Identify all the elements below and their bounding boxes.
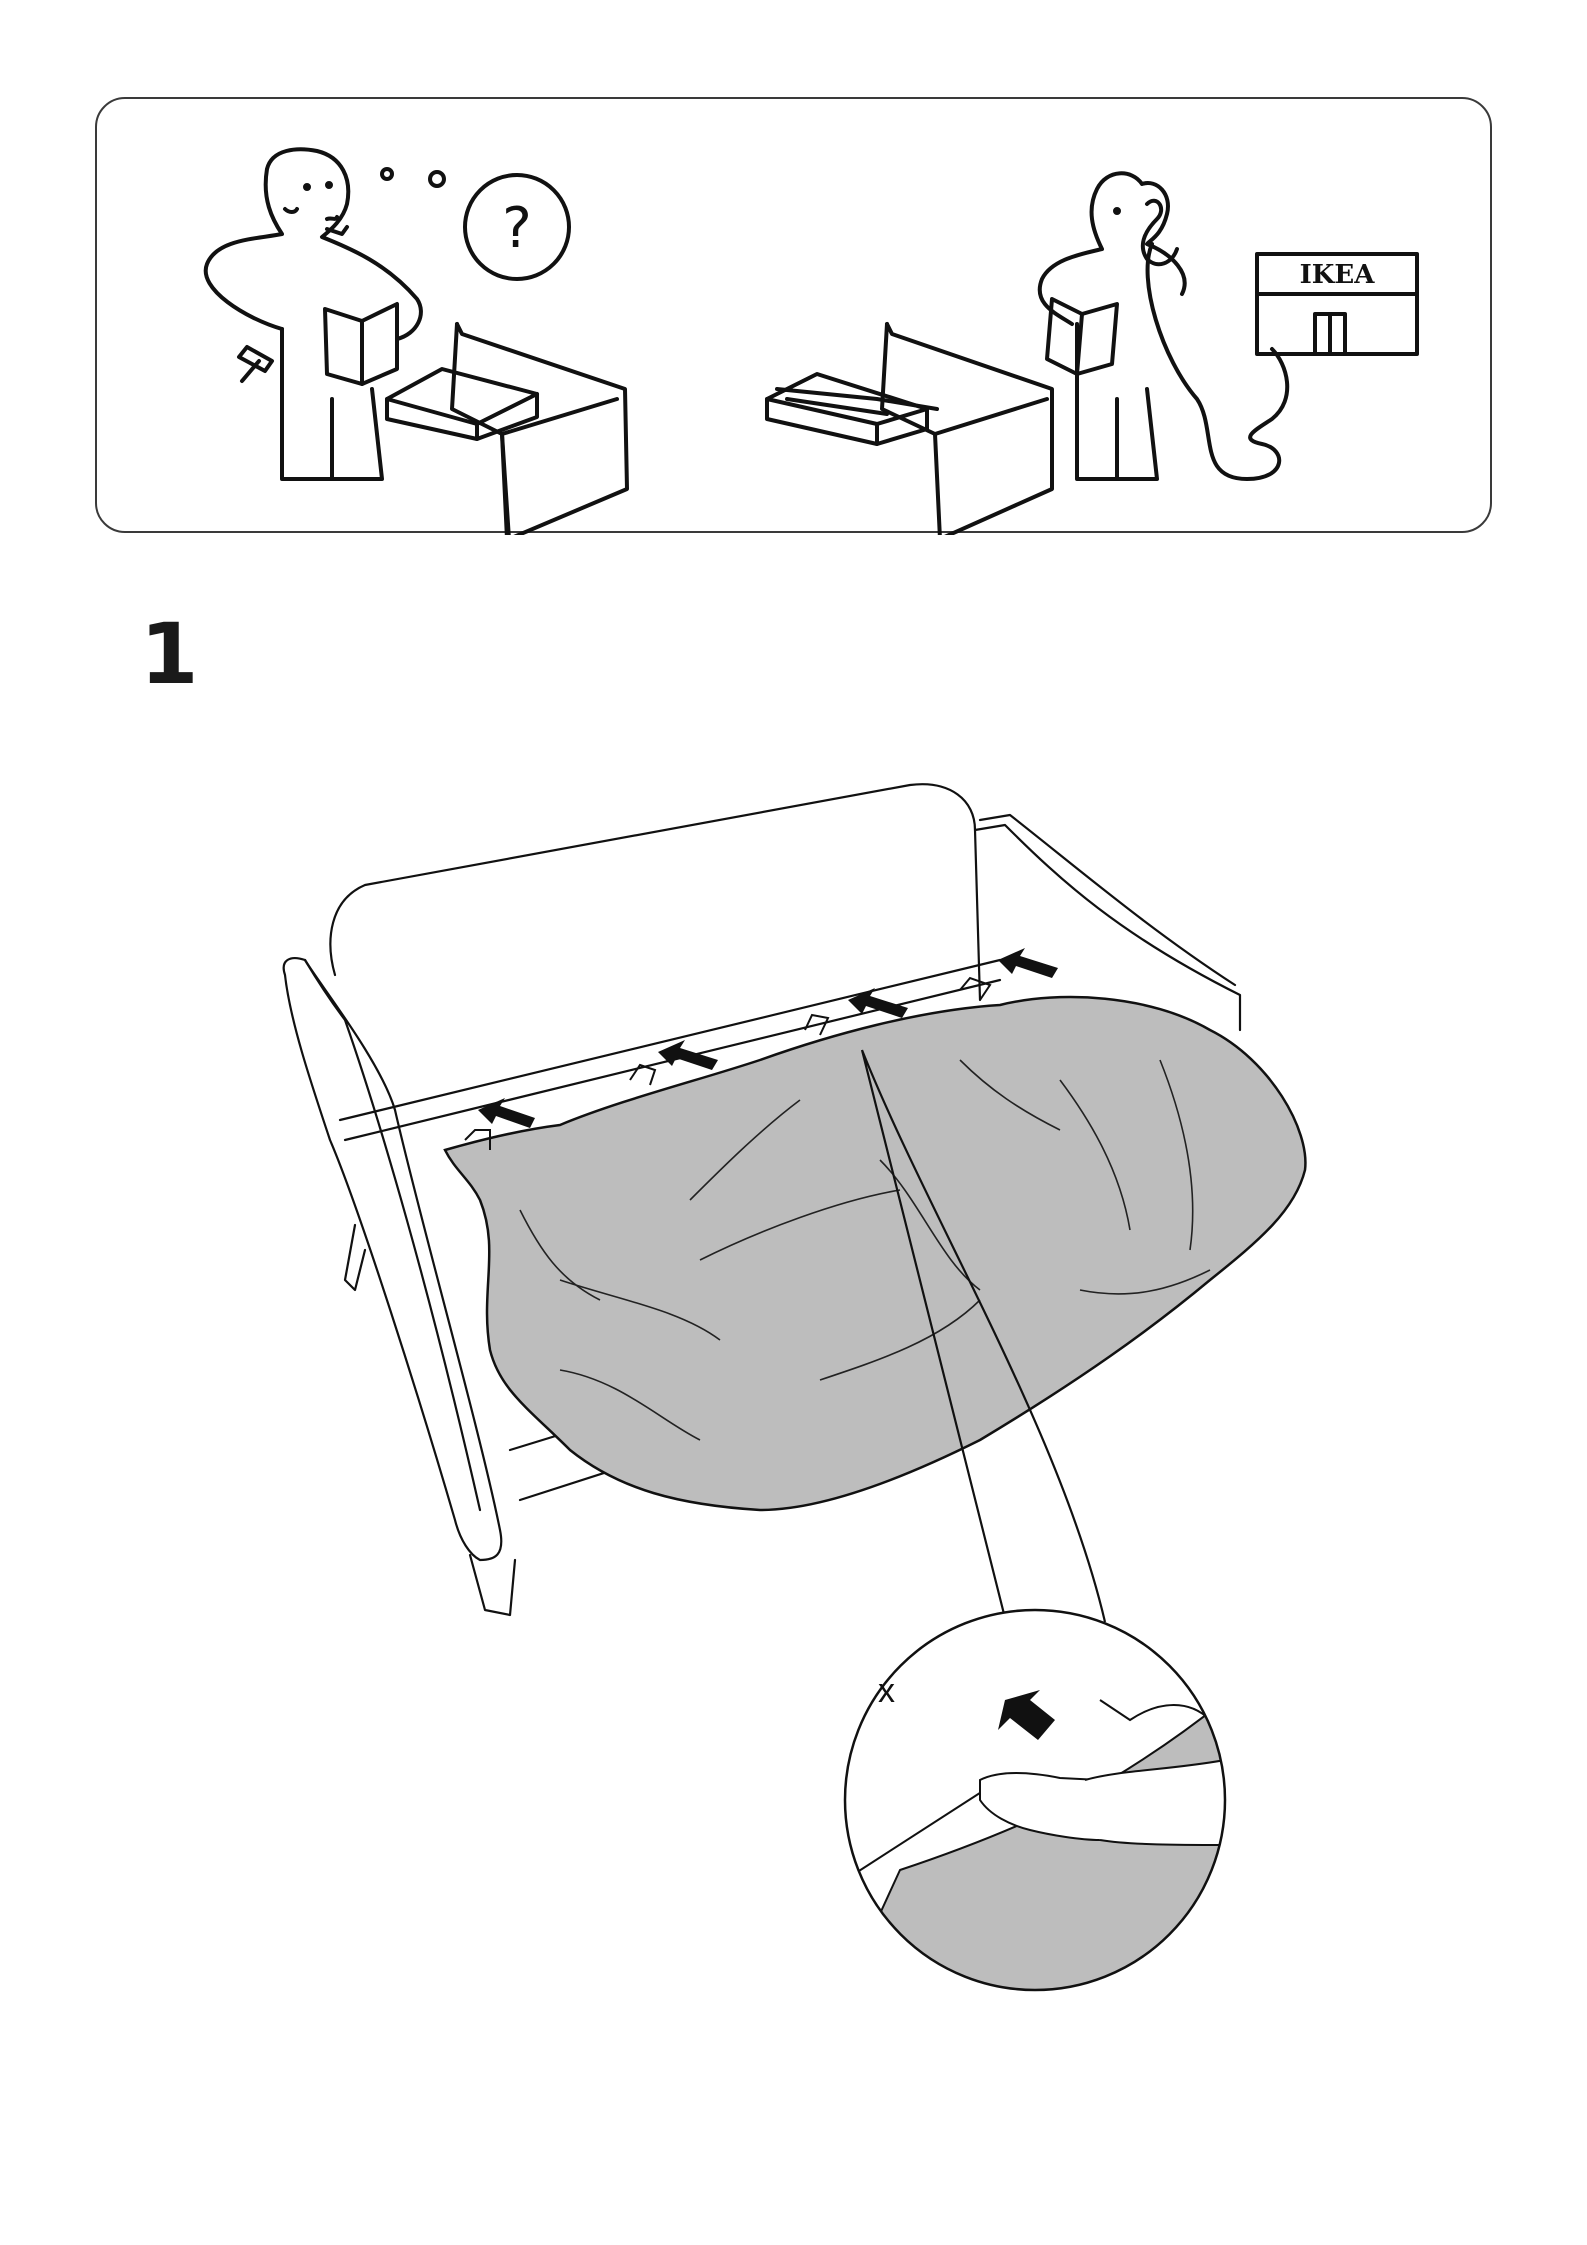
detail-count-label: x [878,1672,895,1711]
detail-magnifier-icon [845,1610,1225,1990]
seat-cover-icon [445,997,1305,1510]
push-arrow-3-icon [848,988,908,1018]
sofa-backrest-icon [330,784,1240,1030]
push-arrow-1-icon [478,1098,535,1128]
push-arrow-2-icon [658,1040,718,1070]
push-arrow-4-icon [998,948,1058,978]
